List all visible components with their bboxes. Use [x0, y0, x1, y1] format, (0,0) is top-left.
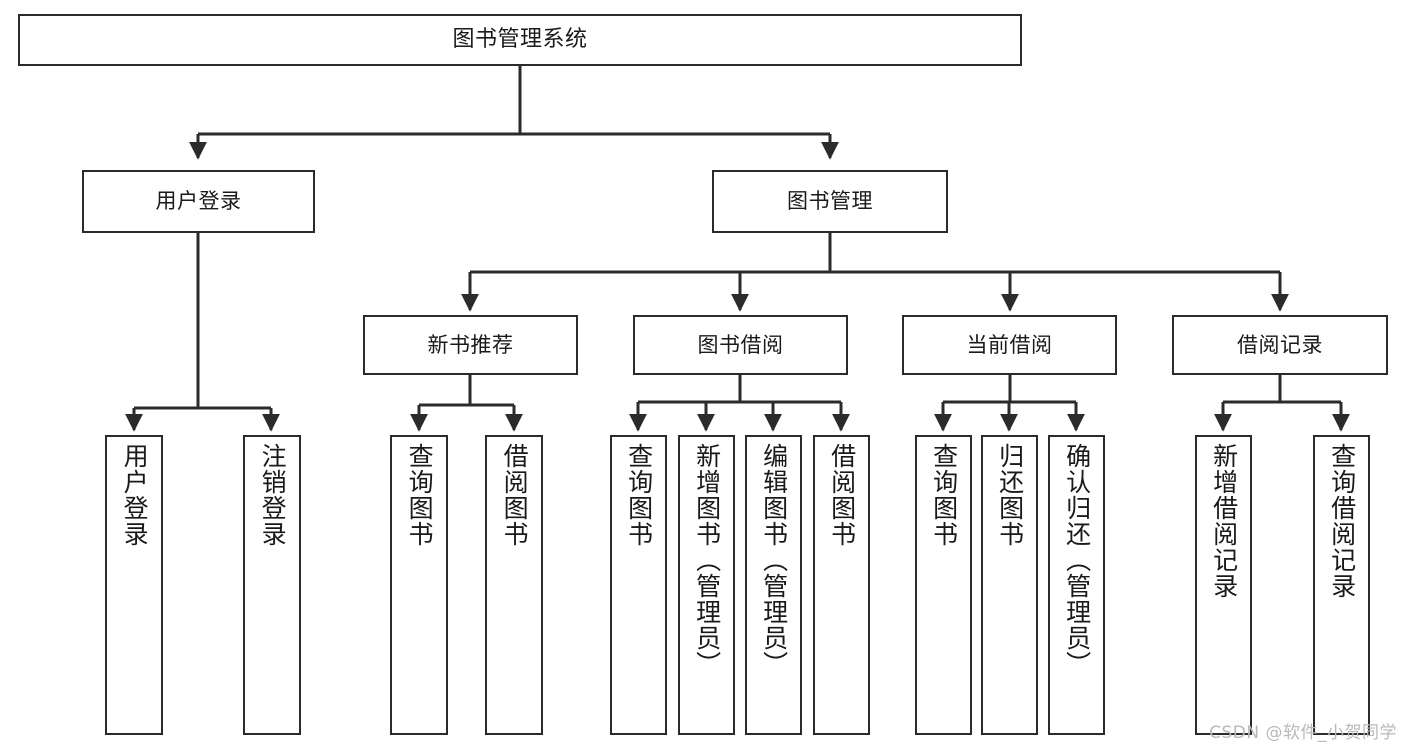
node-current-borrow-label: 当前借阅 [966, 332, 1053, 357]
node-leaf-logout[interactable]: 注销登录 [243, 435, 301, 735]
node-leaf-confirm-return[interactable]: 确认归还（管理员） [1048, 435, 1105, 735]
node-leaf-borrow-book-2[interactable]: 借阅图书 [813, 435, 870, 735]
node-user-login[interactable]: 用户登录 [82, 170, 315, 233]
node-leaf-query-book-2-label: 查询图书 [624, 443, 654, 547]
node-book-manage-label: 图书管理 [787, 189, 873, 214]
node-root-label: 图书管理系统 [452, 27, 588, 53]
node-new-book-rec[interactable]: 新书推荐 [363, 315, 578, 375]
node-leaf-user-login-label: 用户登录 [120, 443, 150, 547]
node-leaf-user-login[interactable]: 用户登录 [105, 435, 163, 735]
node-leaf-borrow-book-2-label: 借阅图书 [827, 443, 857, 547]
node-new-book-rec-label: 新书推荐 [427, 332, 514, 357]
node-leaf-logout-label: 注销登录 [258, 443, 288, 547]
node-leaf-query-book-1[interactable]: 查询图书 [390, 435, 448, 735]
node-leaf-return-book-label: 归还图书 [995, 443, 1025, 547]
node-book-borrow-label: 图书借阅 [697, 332, 784, 357]
node-book-borrow[interactable]: 图书借阅 [633, 315, 848, 375]
node-leaf-add-record[interactable]: 新增借阅记录 [1195, 435, 1252, 735]
node-leaf-query-book-3-label: 查询图书 [929, 443, 959, 547]
node-leaf-borrow-book-1[interactable]: 借阅图书 [485, 435, 543, 735]
node-borrow-record[interactable]: 借阅记录 [1172, 315, 1388, 375]
node-borrow-record-label: 借阅记录 [1237, 332, 1323, 357]
node-leaf-query-record-label: 查询借阅记录 [1327, 443, 1357, 599]
node-leaf-add-record-label: 新增借阅记录 [1209, 443, 1239, 599]
node-leaf-query-record[interactable]: 查询借阅记录 [1313, 435, 1370, 735]
node-leaf-add-book[interactable]: 新增图书（管理员） [678, 435, 735, 735]
node-leaf-confirm-return-label: 确认归还（管理员） [1062, 443, 1092, 677]
node-current-borrow[interactable]: 当前借阅 [902, 315, 1117, 375]
node-leaf-edit-book-label: 编辑图书（管理员） [759, 443, 789, 677]
node-leaf-add-book-label: 新增图书（管理员） [692, 443, 722, 677]
node-leaf-query-book-3[interactable]: 查询图书 [915, 435, 972, 735]
node-root[interactable]: 图书管理系统 [18, 14, 1022, 66]
node-leaf-edit-book[interactable]: 编辑图书（管理员） [745, 435, 802, 735]
node-book-manage[interactable]: 图书管理 [712, 170, 948, 233]
node-user-login-label: 用户登录 [155, 189, 242, 214]
watermark: CSDN @软件_小贺同学 [1209, 723, 1397, 743]
node-leaf-borrow-book-1-label: 借阅图书 [500, 443, 530, 547]
node-leaf-query-book-2[interactable]: 查询图书 [610, 435, 667, 735]
node-leaf-return-book[interactable]: 归还图书 [981, 435, 1038, 735]
node-leaf-query-book-1-label: 查询图书 [405, 443, 435, 547]
